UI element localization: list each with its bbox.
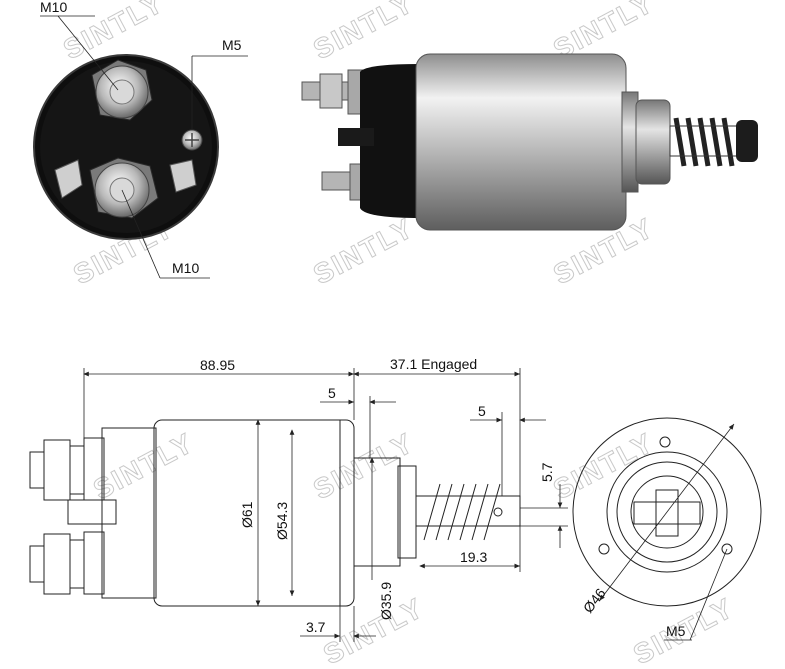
dim-tip-width: 5 bbox=[478, 403, 486, 419]
watermark-text: SINTLY bbox=[88, 427, 199, 506]
watermark-text: SINTLY bbox=[548, 427, 659, 506]
spring bbox=[673, 117, 735, 167]
end-cap-photo: M10 M5 M10 bbox=[33, 0, 248, 279]
dim-body-diameter: Ø61 bbox=[239, 501, 255, 528]
label-m10-bottom: M10 bbox=[172, 260, 199, 276]
mount-hole-top bbox=[659, 436, 671, 448]
drawing-spring bbox=[423, 483, 501, 541]
dim-plunger-length: 19.3 bbox=[460, 549, 487, 565]
dim-inner-diameter: Ø54.3 bbox=[274, 502, 290, 540]
black-end-cap bbox=[360, 64, 420, 218]
metal-housing bbox=[415, 53, 627, 231]
dim-mount-diameter: Ø46 bbox=[580, 585, 609, 616]
dim-tip-height: 5.7 bbox=[539, 462, 555, 482]
side-photo bbox=[301, 53, 758, 231]
plunger-tip bbox=[736, 120, 758, 162]
label-m10-top: M10 bbox=[40, 0, 67, 15]
dim-flange-thickness: 3.7 bbox=[306, 619, 326, 635]
front-outer-circle bbox=[572, 417, 762, 607]
watermark-text: SINTLY bbox=[308, 0, 419, 65]
side-drawing: 88.95 37.1 Engaged 5 5 Ø61 Ø54.3 Ø35.9 3… bbox=[29, 356, 568, 642]
dim-nose-diameter: Ø35.9 bbox=[378, 582, 394, 620]
dim-engaged: 37.1 Engaged bbox=[390, 356, 477, 372]
label-m5-mount: M5 bbox=[666, 623, 686, 639]
nose bbox=[635, 99, 671, 185]
watermark-text: SINTLY bbox=[308, 212, 419, 291]
dim-flange-gap: 5 bbox=[328, 385, 336, 401]
label-m5: M5 bbox=[222, 37, 242, 53]
watermark-text: SINTLY bbox=[318, 592, 429, 669]
mount-hole-left bbox=[598, 543, 610, 555]
dim-overall-length: 88.95 bbox=[200, 357, 235, 373]
